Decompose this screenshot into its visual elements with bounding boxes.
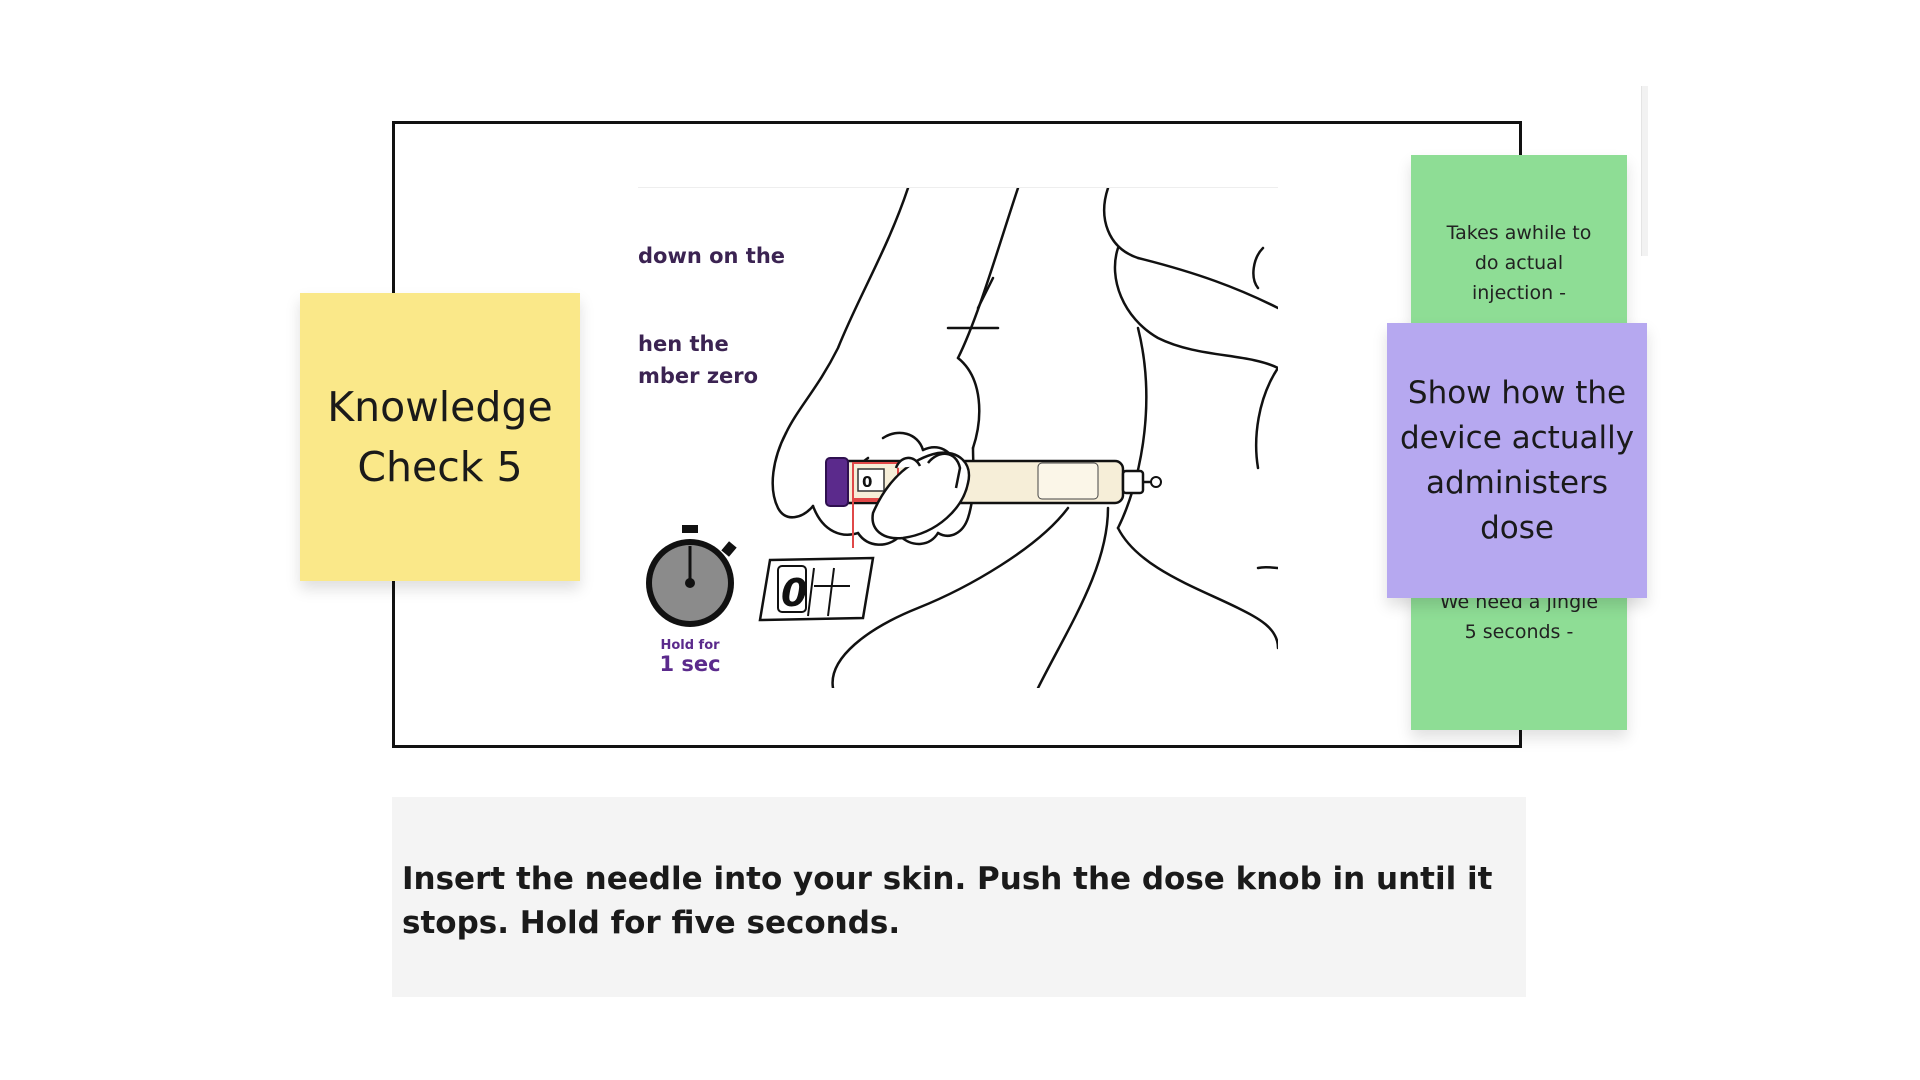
sticky-note-purple[interactable]: Show how the device actually administers… xyxy=(1387,323,1647,598)
stopwatch-icon xyxy=(646,525,737,627)
caption-text: Insert the needle into your skin. Push t… xyxy=(402,861,1493,941)
dose-window-detail: 0 xyxy=(758,556,875,622)
illustration-text-line-3: mber zero xyxy=(638,364,759,388)
sticky-line: dose xyxy=(1480,509,1554,546)
injection-drawing: 0 Hold for 1 sec xyxy=(646,188,1278,688)
sticky-line: Knowledge xyxy=(327,383,553,431)
dose-window-digit: 0 xyxy=(781,571,807,615)
timer-value: 1 sec xyxy=(659,652,720,676)
sticky-line: Takes awhile to xyxy=(1446,222,1592,244)
svg-text:0: 0 xyxy=(862,473,872,491)
sticky-line: Show how the xyxy=(1407,374,1627,411)
pen-dose-knob xyxy=(825,457,849,507)
sticky-line: administers xyxy=(1425,464,1609,501)
illustration-text-line-2: hen the xyxy=(638,332,729,356)
sticky-line: do actual xyxy=(1474,252,1564,274)
sticky-note-knowledge-check[interactable]: Knowledge Check 5 xyxy=(300,293,580,581)
scrollbar[interactable] xyxy=(1641,86,1648,256)
green-note-top-text: Takes awhile to do actual injection - xyxy=(1411,218,1627,308)
caption-box[interactable]: Insert the needle into your skin. Push t… xyxy=(392,797,1526,997)
injection-illustration: down on the hen the mber zero xyxy=(638,187,1278,688)
sticky-line: Check 5 xyxy=(357,443,523,491)
illustration-text-line-1: down on the xyxy=(638,244,786,268)
sticky-line: injection - xyxy=(1471,282,1567,304)
timer-label: Hold for xyxy=(660,638,720,653)
sticky-line: device actually xyxy=(1399,419,1635,456)
sticky-line: 5 seconds - xyxy=(1464,621,1574,643)
